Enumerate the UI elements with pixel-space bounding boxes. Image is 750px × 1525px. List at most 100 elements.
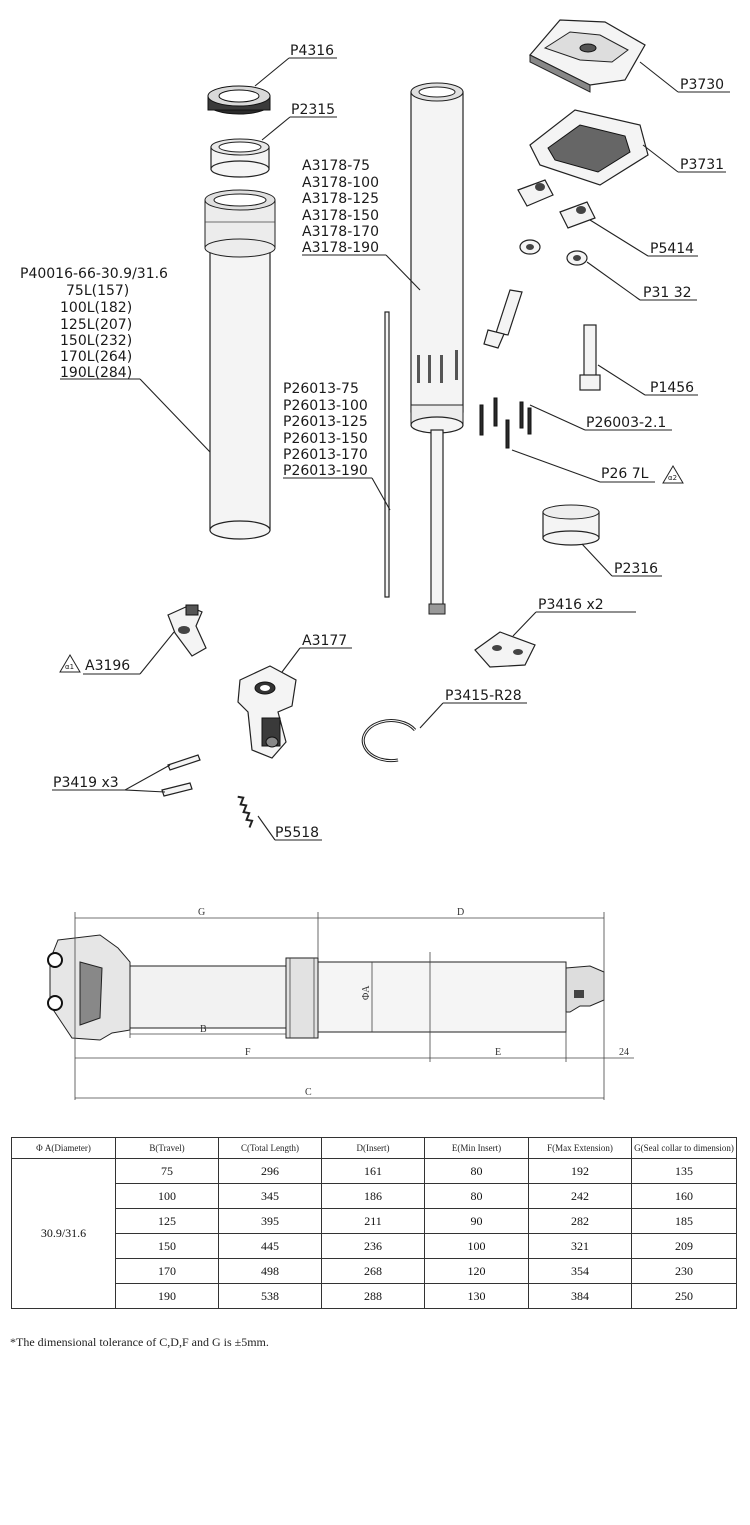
part-p1456 <box>579 324 601 391</box>
table-row: 190 538 288 130 384 250 <box>12 1283 737 1309</box>
label-p2316: P2316 <box>614 561 658 577</box>
label-a3177: A3177 <box>302 633 347 649</box>
label-p26013-line3: P26013-125 <box>283 414 368 430</box>
label-p40016-line3: 100L(182) <box>60 300 132 316</box>
dim-b-label: B <box>200 1024 207 1035</box>
table-cell: 384 <box>528 1283 632 1309</box>
label-p5414: P5414 <box>650 241 694 257</box>
part-p3415-circlip <box>361 719 417 763</box>
part-p5414 <box>517 179 596 229</box>
table-cell: 209 <box>631 1233 737 1259</box>
table-cell: 345 <box>218 1183 322 1209</box>
table-cell: 498 <box>218 1258 322 1284</box>
exploded-parts-diagram: P4316 P2315 P40016-66-30.9/31.6 75L(157)… <box>20 19 730 1100</box>
label-p40016-line4: 125L(207) <box>60 317 132 333</box>
table-cell: 186 <box>321 1183 425 1209</box>
table-cell: 90 <box>424 1208 529 1234</box>
label-a3178-line5: A3178-170 <box>302 224 379 240</box>
table-cell: 150 <box>115 1233 219 1259</box>
label-a3178-line2: A3178-100 <box>302 175 379 191</box>
part-a3178-inner-tube <box>410 82 464 615</box>
badge-p267l: α2 <box>668 474 677 482</box>
table-cell: 170 <box>115 1258 219 1284</box>
dim-f-label: F <box>245 1047 251 1058</box>
label-p3731: P3731 <box>680 157 724 173</box>
table-cell: 268 <box>321 1258 425 1284</box>
table-cell: 80 <box>424 1158 529 1184</box>
part-p2315 <box>210 138 270 178</box>
table-cell: 100 <box>115 1183 219 1209</box>
dim-d-label: D <box>457 907 464 918</box>
part-p2316 <box>542 504 600 546</box>
label-p40016-line2: 75L(157) <box>66 283 129 299</box>
dim-e-label: E <box>495 1047 501 1058</box>
part-p3731 <box>529 109 649 186</box>
header-insert: D(Insert) <box>321 1137 425 1159</box>
table-cell: 230 <box>631 1258 737 1284</box>
table-cell: 236 <box>321 1233 425 1259</box>
table-cell: 395 <box>218 1208 322 1234</box>
part-p26003 <box>479 397 532 449</box>
table-cell: 160 <box>631 1183 737 1209</box>
dim-c-label: C <box>305 1087 312 1098</box>
table-cell: 538 <box>218 1283 322 1309</box>
table-cell: 242 <box>528 1183 632 1209</box>
table-header-row: Φ A(Diameter) B(Travel) C(Total Length) … <box>11 1137 737 1159</box>
label-p40016-line6: 170L(264) <box>60 349 132 365</box>
table-cell: 75 <box>115 1158 219 1184</box>
label-p3132: P31 32 <box>643 285 692 301</box>
part-clamp-bolt <box>483 289 523 349</box>
label-a3178-line6: A3178-190 <box>302 240 379 256</box>
table-cell: 321 <box>528 1233 632 1259</box>
part-p3730 <box>529 19 646 93</box>
part-p5518-spring <box>237 795 254 828</box>
label-p40016-line1: P40016-66-30.9/31.6 <box>20 266 168 282</box>
table-cell: 120 <box>424 1258 529 1284</box>
table-cell: 190 <box>115 1283 219 1309</box>
label-p267l: P26 7L <box>601 466 649 482</box>
table-cell: 80 <box>424 1183 529 1209</box>
part-a3177 <box>237 665 297 759</box>
table-cell: 211 <box>321 1208 425 1234</box>
part-p3419 <box>161 754 201 797</box>
table-cell: 130 <box>424 1283 529 1309</box>
header-diameter: Φ A(Diameter) <box>11 1137 116 1159</box>
label-p26003: P26003-2.1 <box>586 415 666 431</box>
table-cell: 161 <box>321 1158 425 1184</box>
table-cell: 135 <box>631 1158 737 1184</box>
table-cell: 250 <box>631 1283 737 1309</box>
header-min-insert: E(Min Insert) <box>424 1137 529 1159</box>
label-p26013-line5: P26013-170 <box>283 447 368 463</box>
table-row: 125 395 211 90 282 185 <box>12 1208 737 1234</box>
part-p40016-outer-tube <box>204 189 276 540</box>
label-a3196: A3196 <box>85 658 130 674</box>
dim-g-label: G <box>198 907 205 918</box>
diameter-cell: 30.9/31.6 <box>11 1158 116 1309</box>
spec-table: Φ A(Diameter) B(Travel) C(Total Length) … <box>11 1137 737 1309</box>
dim-offset-label: 24 <box>619 1047 629 1058</box>
table-row: 150 445 236 100 321 209 <box>12 1233 737 1259</box>
header-travel: B(Travel) <box>115 1137 219 1159</box>
assembled-seatpost-drawing <box>47 934 605 1041</box>
header-seal-collar: G(Seal collar to dimension) <box>631 1137 737 1159</box>
tolerance-footnote: *The dimensional tolerance of C,D,F and … <box>10 1335 269 1349</box>
label-p40016-line5: 150L(232) <box>60 333 132 349</box>
part-a3196 <box>167 604 207 657</box>
part-p3416 <box>474 631 536 668</box>
label-p26013-line1: P26013-75 <box>283 381 359 397</box>
table-row: 100 345 186 80 242 160 <box>12 1183 737 1209</box>
table-cell: 192 <box>528 1158 632 1184</box>
label-p3419: P3419 x3 <box>53 775 119 791</box>
label-p3416: P3416 x2 <box>538 597 604 613</box>
table-row: 170 498 268 120 354 230 <box>12 1258 737 1284</box>
table-cell: 296 <box>218 1158 322 1184</box>
label-a3178-line1: A3178-75 <box>302 158 370 174</box>
table-cell: 288 <box>321 1283 425 1309</box>
warning-triangle-icon <box>662 465 684 484</box>
table-cell: 100 <box>424 1233 529 1259</box>
label-p2315: P2315 <box>291 102 335 118</box>
header-total-length: C(Total Length) <box>218 1137 322 1159</box>
label-p40016-line7: 190L(284) <box>60 365 132 381</box>
label-p5518: P5518 <box>275 825 319 841</box>
part-p26013-rod <box>384 311 390 598</box>
